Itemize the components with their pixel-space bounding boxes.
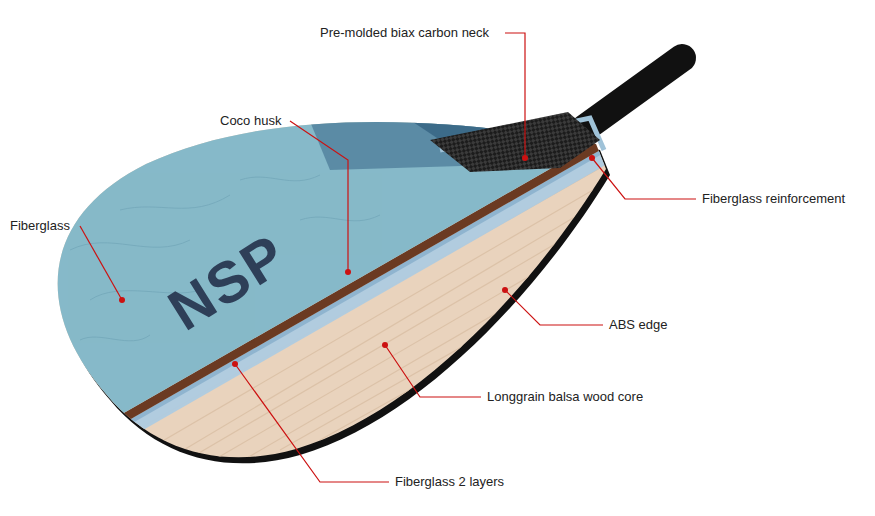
carbon-neck	[430, 112, 600, 172]
part-label: Fiberglass	[10, 218, 70, 234]
part-label: Coco husk	[220, 113, 281, 129]
part-label: Pre-molded biax carbon neck	[320, 25, 489, 41]
part-label: Longgrain balsa wood core	[487, 389, 643, 405]
part-label: Fiberglass reinforcement	[702, 191, 845, 207]
leader-dots	[119, 155, 595, 367]
leader-lines	[80, 33, 696, 482]
part-label: ABS edge	[609, 317, 668, 333]
part-label: Fiberglass 2 layers	[395, 474, 504, 490]
shaft	[585, 58, 682, 128]
